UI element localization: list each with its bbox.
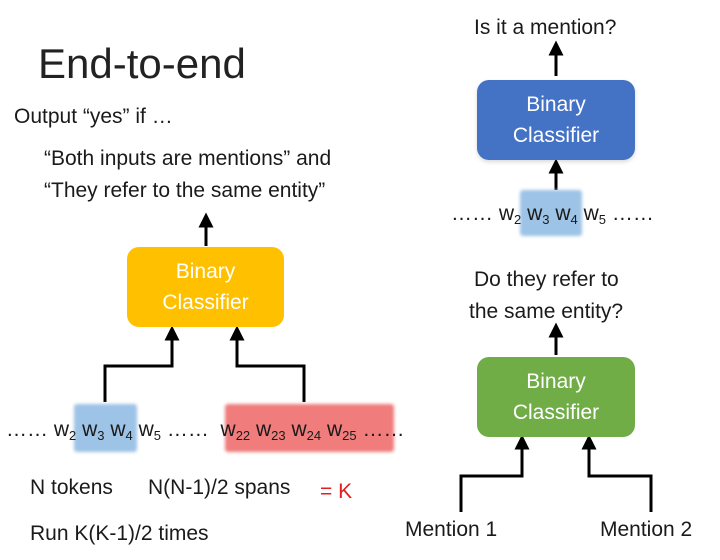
token-w5: w5 <box>138 418 161 443</box>
mention1-connector <box>459 434 530 512</box>
token-w4: w4 <box>555 202 578 227</box>
right-bottom-binary-classifier: Binary Classifier <box>477 357 635 437</box>
classifier-label-line2: Classifier <box>512 124 600 147</box>
coref-question-line1: Do they refer to <box>474 268 619 291</box>
condition-mentions: “Both inputs are mentions” and <box>44 147 332 170</box>
mention2-connector <box>581 434 653 512</box>
token-w22: w22 <box>220 418 251 443</box>
token-w24: w24 <box>291 418 322 443</box>
token-w2: w2 <box>498 202 522 227</box>
right-token-sequence: …… w2 w3 w4 w5 …… <box>451 202 654 226</box>
classifier-label-line1: Binary <box>526 93 586 116</box>
mention-1-label: Mention 1 <box>405 518 498 541</box>
condition-same-entity: “They refer to the same entity” <box>44 179 326 202</box>
classifier-label-line1: Binary <box>175 260 236 283</box>
span1-highlight <box>74 404 137 452</box>
left-token-sequence: …… w2 w3 w4 w5 …… w22 w23 w24 w25 …… <box>6 418 404 442</box>
seq-trail: …… <box>611 202 654 225</box>
seq-lead: …… <box>6 418 48 441</box>
left-span1-connector <box>103 325 180 402</box>
token-w2: w2 <box>53 418 77 443</box>
n-tokens: N tokens <box>30 476 113 499</box>
seq-lead: …… <box>451 202 493 225</box>
token-w23: w23 <box>256 418 286 443</box>
left-span2-connector <box>229 325 306 402</box>
output-intro: Output “yes” if … <box>14 105 173 128</box>
classifier-label-line2: Classifier <box>162 291 249 314</box>
span2-highlight <box>225 404 394 452</box>
token-w25: w25 <box>326 418 357 443</box>
run-count: Run K(K-1)/2 times <box>30 522 209 545</box>
equals-k: = K <box>320 480 353 503</box>
classifier-label-line1: Binary <box>526 370 586 393</box>
seq-ellipsis: …… <box>166 418 209 441</box>
token-w3: w3 <box>82 418 105 443</box>
mention-question: Is it a mention? <box>474 16 617 39</box>
right-top-binary-classifier: Binary Classifier <box>477 80 635 160</box>
mention-2-label: Mention 2 <box>600 518 693 541</box>
classifier-label-line2: Classifier <box>512 401 600 424</box>
left-binary-classifier: Binary Classifier <box>127 247 284 327</box>
spans-count: N(N-1)/2 spans <box>148 476 291 499</box>
token-w3: w3 <box>527 202 550 227</box>
token-w5: w5 <box>583 202 606 227</box>
seq-trail: …… <box>362 418 405 441</box>
token-w4: w4 <box>110 418 133 443</box>
coref-question-line2: the same entity? <box>469 300 624 323</box>
slide-title: End-to-end <box>38 40 246 87</box>
mention-span-highlight <box>520 190 582 236</box>
